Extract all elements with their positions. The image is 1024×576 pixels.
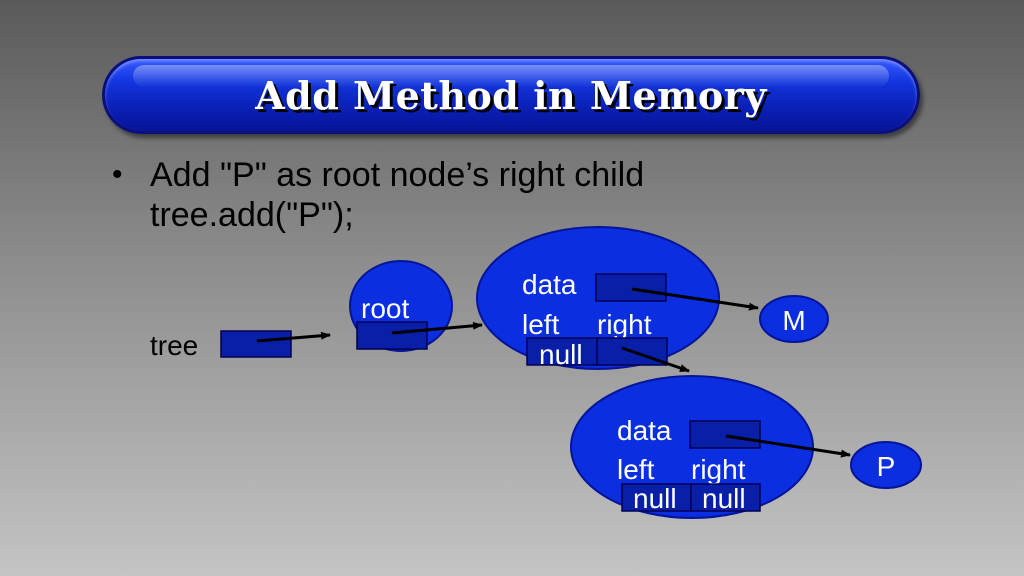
arrow-node-m-right-to-node-p <box>621 346 690 373</box>
arrow-node-p-data-to-p <box>725 434 851 458</box>
node-m-left-value: null <box>539 339 583 370</box>
node-p-right-value: null <box>702 483 746 514</box>
node-p-right-box <box>690 483 761 512</box>
arrow-tree-to-root <box>256 331 331 343</box>
node-p-left-box <box>621 483 692 512</box>
node-m-data-label: data <box>522 269 577 300</box>
node-p-data-box <box>689 420 761 449</box>
node-p-left-value: null <box>633 483 677 514</box>
node-m-data-box <box>595 273 667 302</box>
bullet-text: Add "P" as root node’s right child <box>150 156 645 194</box>
value-m-label: M <box>782 305 805 336</box>
arrow-node-m-data-to-m <box>631 287 759 311</box>
node-p-right-label: right <box>691 454 746 485</box>
value-m <box>759 295 829 343</box>
node-p-left-label: left <box>617 454 655 485</box>
value-p-label: P <box>877 451 896 482</box>
node-p-data-label: data <box>617 415 672 446</box>
root-label: root <box>361 293 409 324</box>
tree-label: tree <box>150 330 198 361</box>
bullet-icon: • <box>112 158 123 191</box>
slide-title: Add Method in Memory <box>255 73 767 118</box>
node-m-left-label: left <box>522 309 560 340</box>
value-p <box>850 441 922 489</box>
title-banner: Add Method in Memory <box>102 56 920 134</box>
node-m-right-label: right <box>597 309 652 340</box>
root-ref-box <box>356 321 428 350</box>
tree-ref-box <box>220 330 292 358</box>
code-line: tree.add("P"); <box>150 196 354 234</box>
arrow-root-to-node-m <box>391 321 483 335</box>
